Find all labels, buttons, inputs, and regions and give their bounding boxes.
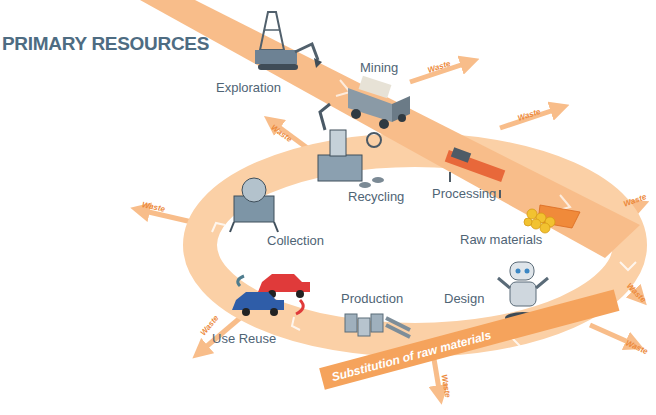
stage-label: Collection — [267, 233, 324, 248]
primary-band — [140, 0, 640, 258]
stage-label: Exploration — [216, 80, 281, 95]
diagram-title: PRIMARY RESOURCES — [2, 33, 209, 55]
stage-label: Design — [444, 291, 484, 306]
waste-label: Waste — [624, 338, 649, 356]
stage-label: Production — [341, 291, 403, 306]
stage-label: Recycling — [348, 189, 404, 204]
collection-machine-icon — [230, 178, 278, 232]
waste-label: Waste — [625, 281, 648, 304]
stage-label: Raw materials — [460, 232, 542, 247]
recycling-machine-icon — [318, 104, 384, 188]
mining-truck-icon — [348, 76, 410, 129]
stage-label: Mining — [360, 60, 398, 75]
raw-materials-icon — [524, 205, 580, 233]
cars-icon — [232, 274, 310, 316]
drill-rig-icon — [255, 12, 322, 70]
production-materials-icon — [345, 314, 410, 337]
stage-label: Processing — [432, 186, 496, 201]
stage-label: Use Reuse — [212, 331, 276, 346]
